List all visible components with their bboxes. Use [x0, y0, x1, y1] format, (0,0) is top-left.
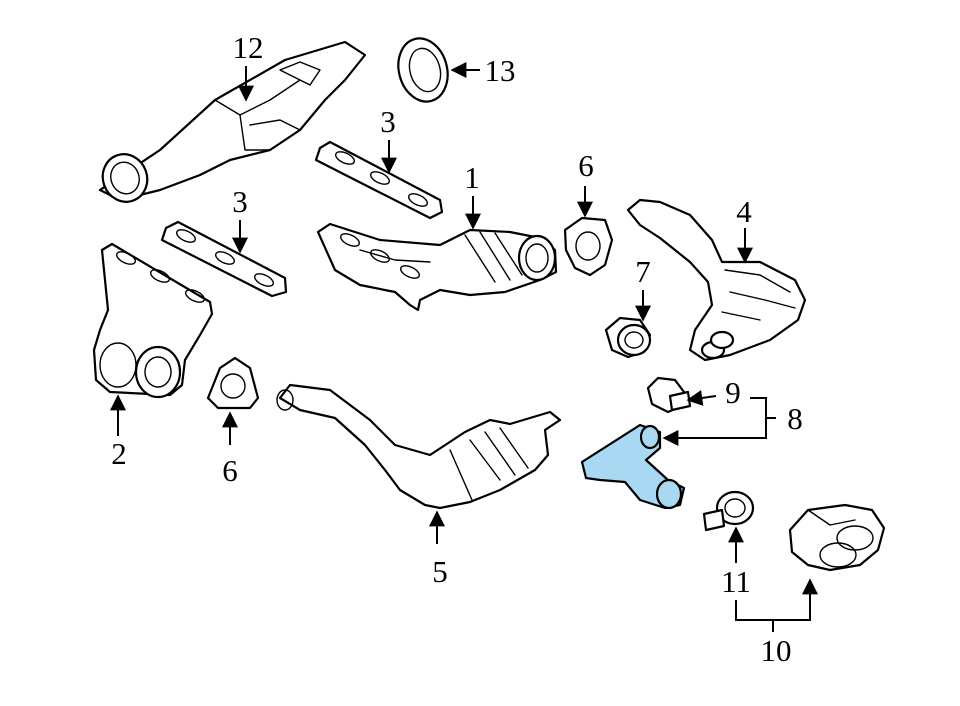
callout-3-lower: 3 — [232, 184, 248, 219]
connector-pipe-part-8[interactable] — [580, 423, 686, 510]
callout-12: 12 — [233, 30, 264, 65]
clamp-part-9[interactable] — [646, 376, 692, 414]
flange-gasket-part-6-lower[interactable] — [206, 356, 260, 410]
catalytic-converter-part-1[interactable] — [316, 222, 558, 312]
callout-10: 10 — [761, 633, 792, 668]
callout-6-lower: 6 — [222, 453, 238, 488]
band-clamp-part-13[interactable] — [392, 33, 455, 107]
leader-lines — [110, 62, 818, 632]
callout-5: 5 — [432, 554, 448, 589]
gasket-part-3-lower[interactable] — [160, 220, 288, 298]
callout-9: 9 — [725, 375, 741, 410]
tail-pipe-tip-part-10[interactable] — [788, 503, 886, 572]
callout-2: 2 — [111, 436, 127, 471]
callout-11: 11 — [721, 564, 751, 599]
gasket-part-3-upper[interactable] — [314, 140, 444, 220]
callout-8: 8 — [787, 401, 803, 436]
center-muffler-part-5[interactable] — [276, 383, 562, 510]
callout-1: 1 — [464, 160, 480, 195]
flange-gasket-part-6-upper[interactable] — [563, 216, 614, 277]
clamp-part-11[interactable] — [702, 490, 755, 532]
callout-4: 4 — [736, 194, 752, 229]
callout-6-upper: 6 — [578, 148, 594, 183]
callout-7: 7 — [635, 254, 651, 289]
callout-labels: 12 13 3 3 1 6 4 7 2 6 5 9 8 11 10 — [111, 30, 803, 668]
clamp-part-7[interactable] — [604, 316, 652, 359]
callout-13: 13 — [485, 53, 516, 88]
catalytic-converter-part-2[interactable] — [92, 242, 214, 399]
callout-3-upper: 3 — [380, 104, 396, 139]
heat-shield-part-12[interactable] — [96, 40, 367, 208]
rear-muffler-part-4[interactable] — [626, 198, 807, 362]
